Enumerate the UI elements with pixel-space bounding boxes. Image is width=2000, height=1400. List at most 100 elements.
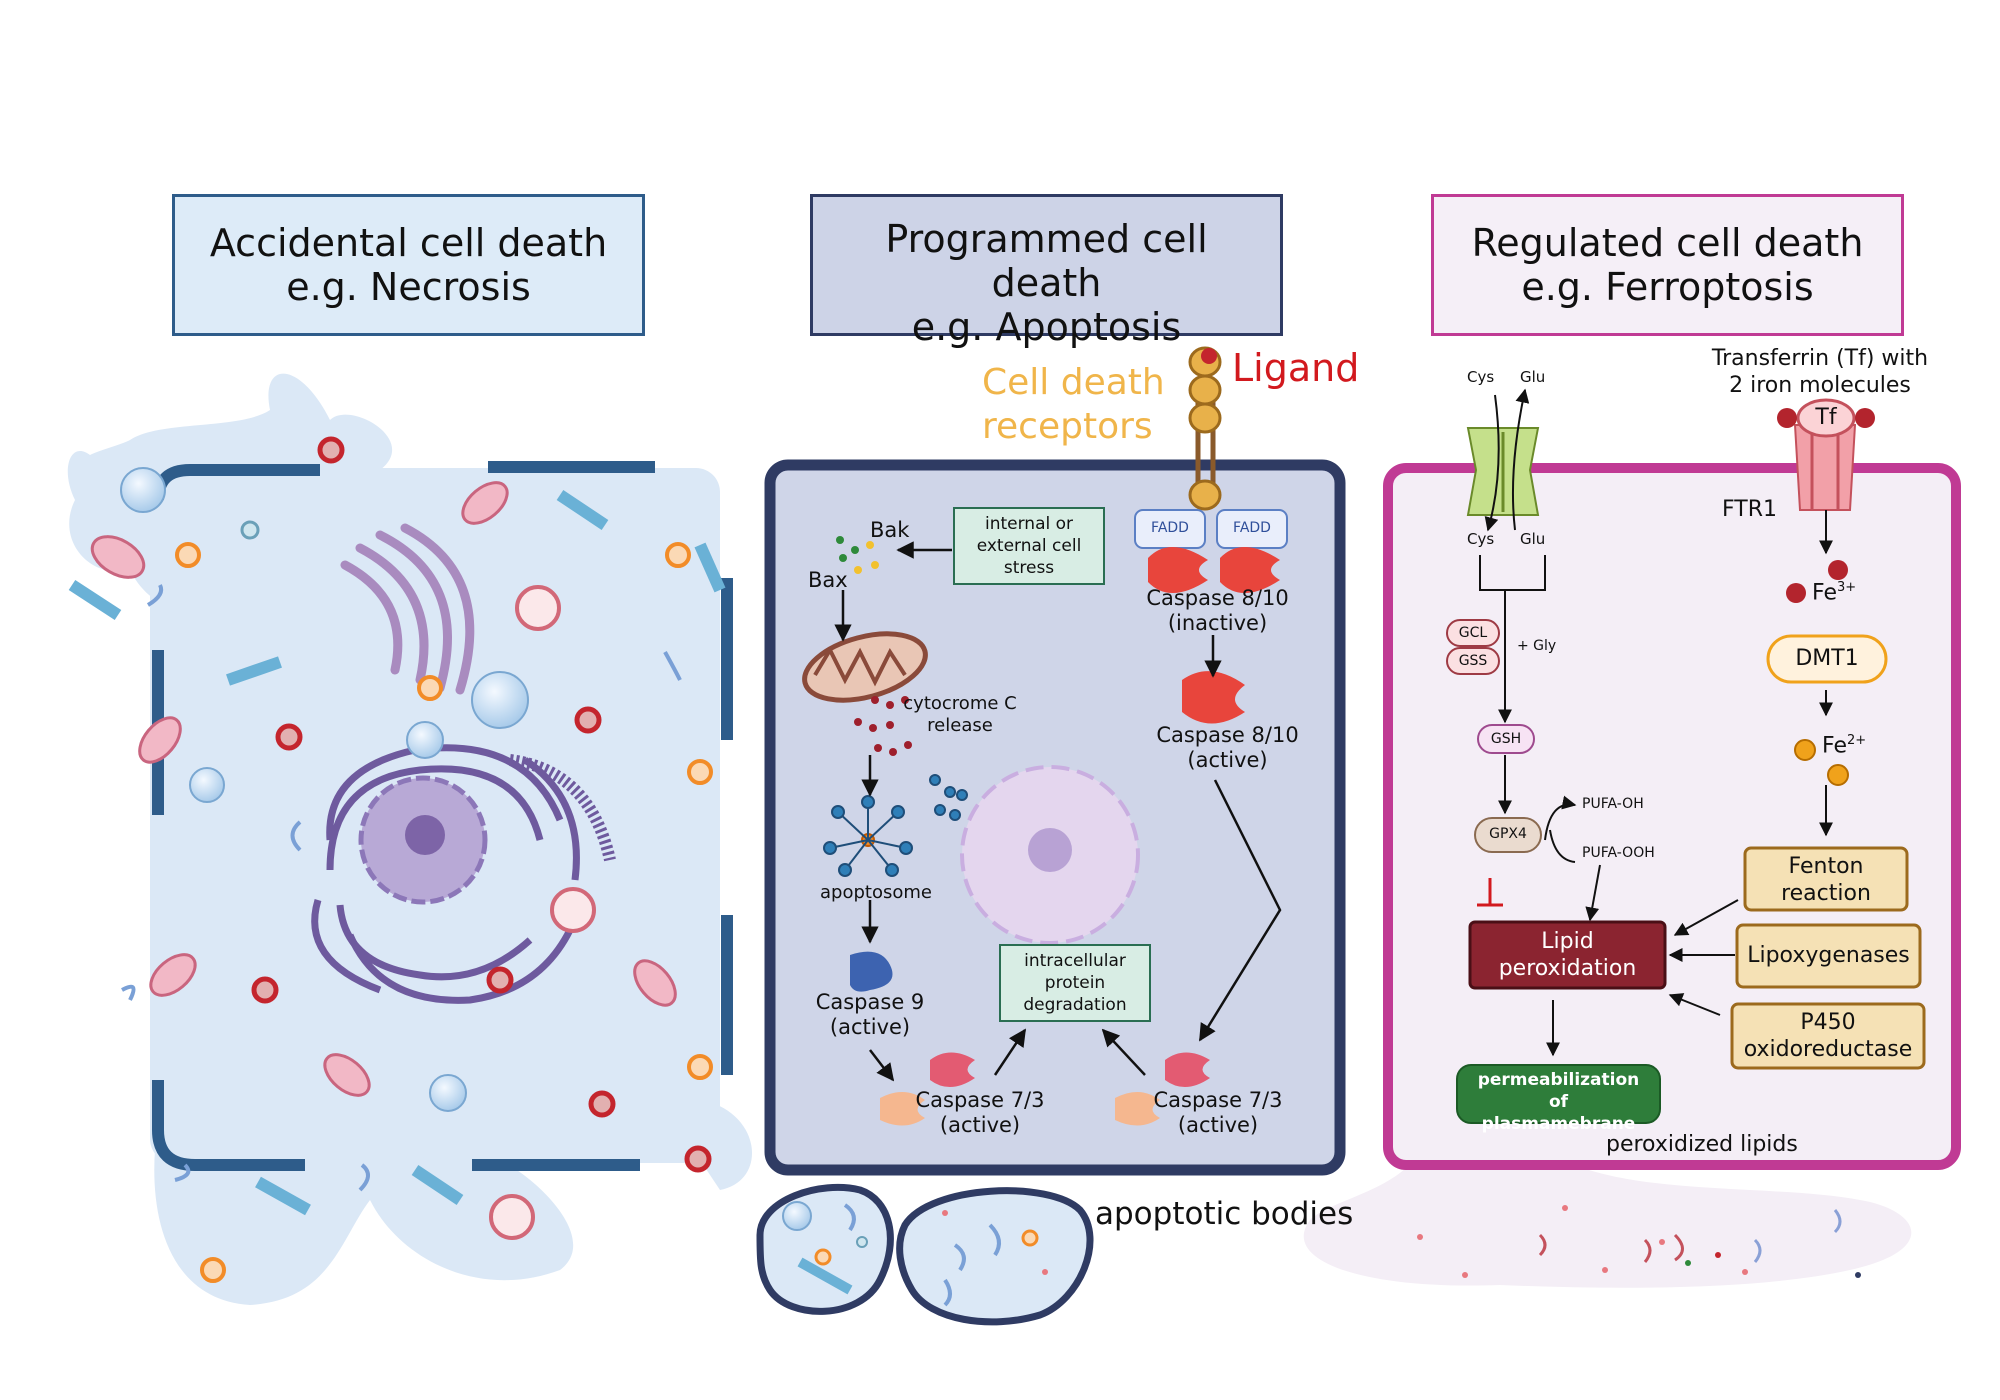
necrosis-vesicles <box>120 467 529 1112</box>
degradation-line1: intracellular <box>1024 951 1126 971</box>
casp810-inactive-label: Caspase 8/10 (inactive) <box>1135 586 1300 636</box>
fe3-sup: 3+ <box>1837 580 1857 595</box>
casp810-inactive-line1: Caspase 8/10 <box>1146 586 1289 610</box>
permeabilization-line3: plasmamebrane <box>1481 1114 1636 1133</box>
stress-line1: internal or <box>984 514 1074 534</box>
apoptosis-title-line1: Programmed cell <box>885 217 1208 261</box>
lipid-perox-line2: peroxidation <box>1498 956 1637 981</box>
degradation-line2: protein <box>1044 973 1106 993</box>
permeabilization-line1: permeabilization <box>1477 1070 1640 1090</box>
casp810-active-line2: (active) <box>1187 748 1268 772</box>
pufa-oh-label: PUFA-OH <box>1582 796 1644 812</box>
fe2-text: Fe <box>1822 733 1847 759</box>
lipid-perox-line1: Lipid <box>1541 929 1594 954</box>
necrosis-strands <box>121 584 682 1192</box>
p450-line2: oxidoreductase <box>1743 1037 1913 1062</box>
necrosis-title-line2: e.g. Necrosis <box>286 265 531 309</box>
fe2-sup: 2+ <box>1847 733 1867 748</box>
necrosis-illustration <box>67 373 753 1305</box>
death-receptor <box>1188 346 1222 511</box>
apoptotic-bodies <box>756 1183 1094 1326</box>
transferrin-label: Transferrin (Tf) with 2 iron molecules <box>1690 345 1950 399</box>
lipid-peroxidation-label: Lipid peroxidation <box>1470 928 1665 982</box>
fenton-line2: reaction <box>1781 881 1871 906</box>
tf-label: Tf <box>1815 405 1837 430</box>
rough-er <box>509 754 616 862</box>
necrosis-mitochondria <box>90 481 677 1097</box>
cytochrome-label: cytocrome C release <box>900 693 1020 737</box>
apoptotic-bodies-label: apoptotic bodies <box>1095 1196 1354 1232</box>
ferroptosis-title-line1: Regulated cell death <box>1471 221 1864 265</box>
fe2-label: Fe2+ <box>1822 733 1866 758</box>
permeabilization-line2: of <box>1548 1092 1569 1112</box>
casp810-active-label: Caspase 8/10 (active) <box>1145 723 1310 773</box>
fe3-label: Fe3+ <box>1812 580 1856 605</box>
necrosis-title-box: Accidental cell death e.g. Necrosis <box>172 194 645 336</box>
necrosis-title-line1: Accidental cell death <box>209 221 608 265</box>
stress-box <box>953 507 1105 585</box>
gsh-label: GSH <box>1490 731 1522 747</box>
fenton-label: Fenton reaction <box>1745 853 1907 907</box>
ferroptosis-arrows <box>1479 510 1833 1057</box>
apoptosis-arrows <box>834 541 1282 1082</box>
caspase-810-inactive-icon <box>1148 546 1280 724</box>
gly-label: + Gly <box>1517 638 1557 654</box>
cytochrome-dots <box>854 696 912 756</box>
ferroptosis-illustration <box>1303 388 1961 1288</box>
apoptosome-icon <box>823 774 968 877</box>
necrosis-lysosomes <box>251 436 712 1173</box>
mitochondrion-icon <box>802 631 928 703</box>
cytochrome-line2: release <box>927 715 993 736</box>
apoptosis-title-line3: e.g. Apoptosis <box>911 305 1182 349</box>
cys-glu-antiporter <box>1466 388 1540 532</box>
p450-line1: P450 <box>1800 1010 1856 1035</box>
dmt1-label: DMT1 <box>1795 646 1859 671</box>
gpx4-label: GPX4 <box>1489 826 1527 842</box>
caspase-9-icon <box>850 951 893 992</box>
transferrin-line1: Transferrin (Tf) with <box>1711 346 1929 371</box>
necrosis-peroxisomes <box>489 585 596 1240</box>
permeabilization-box <box>1456 1064 1661 1124</box>
necrosis-granules <box>175 542 713 1283</box>
necrosis-membrane <box>152 461 733 1171</box>
stress-label: internal or external cell stress <box>954 513 1104 579</box>
ftr1-receptor <box>1777 398 1875 511</box>
casp73-left-line1: Caspase 7/3 <box>915 1088 1045 1112</box>
peroxidized-lipid-strands <box>1538 1209 1842 1263</box>
pufa-ooh-label: PUFA-OOH <box>1582 845 1655 861</box>
lipid-peroxidation-box <box>1468 920 1667 990</box>
bak-label: Bak <box>870 518 910 542</box>
stress-line2: external cell <box>976 536 1082 556</box>
caspase-73-icons <box>880 1052 1210 1126</box>
cys-bottom-label: Cys <box>1467 530 1495 548</box>
lipid-dots <box>1417 1205 1861 1278</box>
gcl-label: GCL <box>1458 625 1488 641</box>
receptors-label-line1: Cell death <box>982 362 1165 403</box>
casp73-right-line1: Caspase 7/3 <box>1153 1088 1283 1112</box>
fadd-label-2: FADD <box>1233 520 1271 536</box>
lipoxygenases-label: Lipoxygenases <box>1747 943 1910 968</box>
casp73-right-line2: (active) <box>1177 1113 1259 1137</box>
fe2-icon <box>1794 739 1816 761</box>
transferrin-line2: 2 iron molecules <box>1729 373 1911 398</box>
fe3-icon <box>1828 560 1848 580</box>
cytochrome-line1: cytocrome C <box>903 693 1017 714</box>
casp73-label-right: Caspase 7/3 (active) <box>1143 1088 1293 1138</box>
glu-top-label: Glu <box>1520 368 1546 386</box>
casp73-left-line2: (active) <box>939 1113 1021 1137</box>
stress-line3: stress <box>1003 558 1055 578</box>
p450-label: P450 oxidoreductase <box>1732 1009 1924 1063</box>
casp810-active-line1: Caspase 8/10 <box>1156 723 1299 747</box>
fenton-line1: Fenton <box>1788 854 1864 879</box>
fe3-text: Fe <box>1812 580 1837 606</box>
casp73-label-left: Caspase 7/3 (active) <box>905 1088 1055 1138</box>
ferroptosis-title-line2: e.g. Ferroptosis <box>1521 265 1814 309</box>
permeabilization-label: permeabilization of plasmamebrane <box>1457 1069 1660 1133</box>
ligand-label: Ligand <box>1232 346 1360 390</box>
casp9-label: Caspase 9 (active) <box>800 990 940 1040</box>
golgi-apparatus <box>340 523 475 695</box>
gss-label: GSS <box>1458 653 1488 669</box>
degradation-label: intracellular protein degradation <box>1000 950 1150 1016</box>
ftr1-label: FTR1 <box>1722 497 1777 522</box>
casp9-line2: (active) <box>829 1015 911 1039</box>
